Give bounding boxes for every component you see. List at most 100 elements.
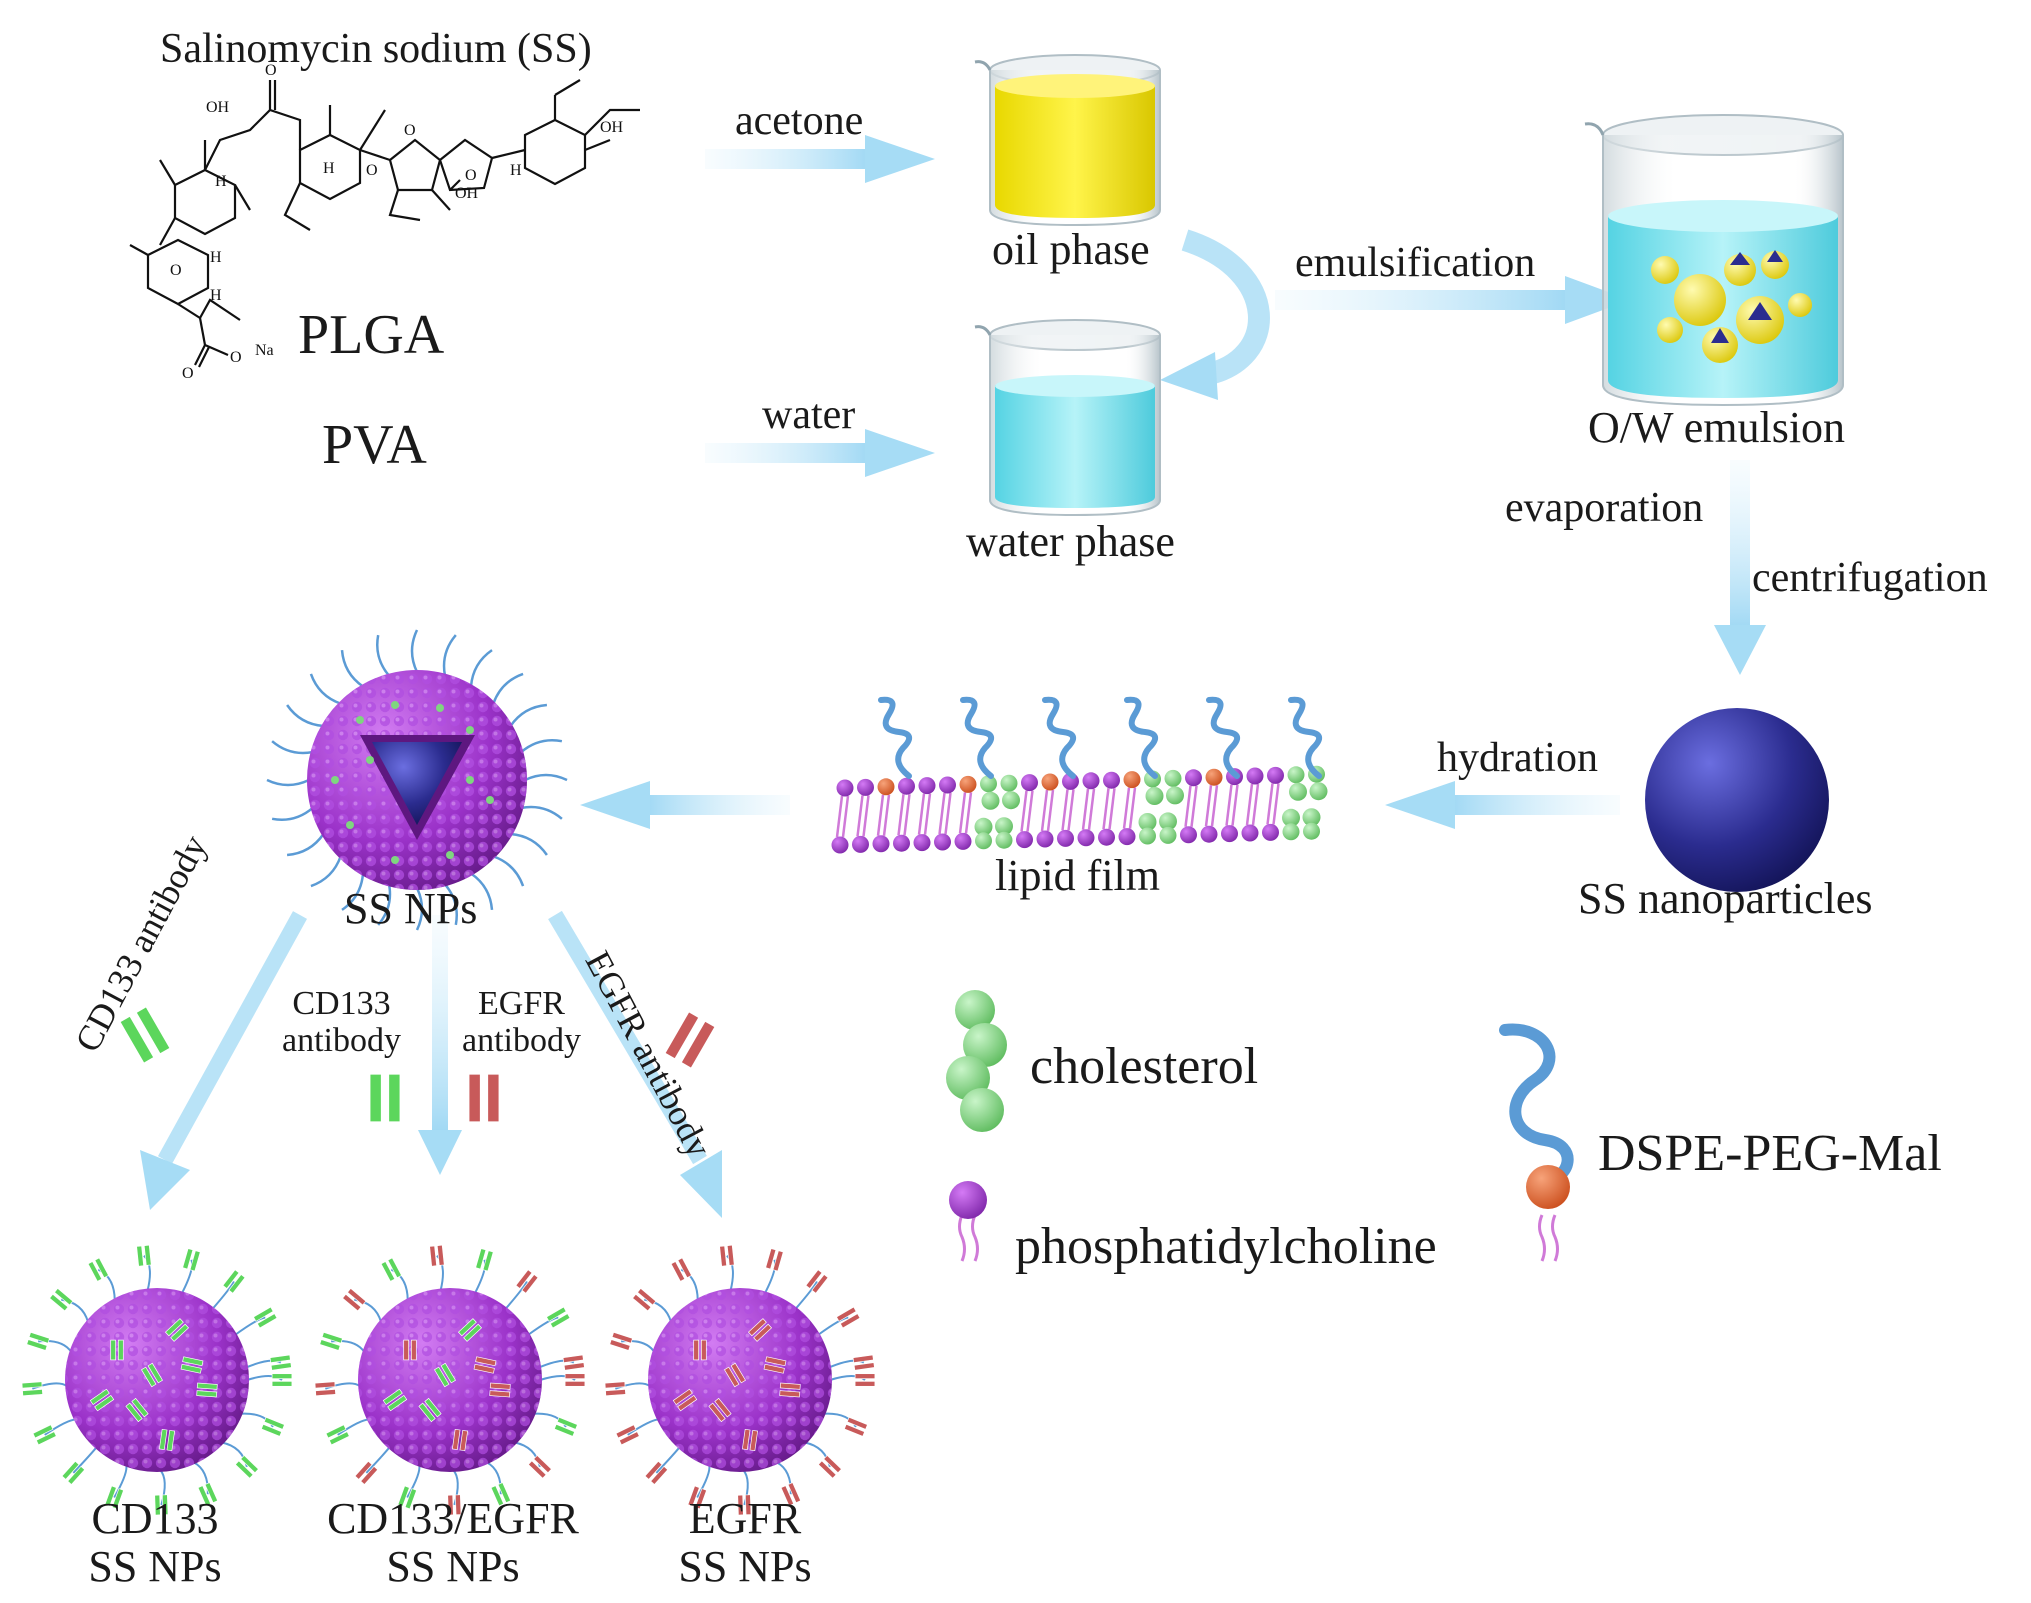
product-peg-strand <box>61 1298 90 1323</box>
ss-nps-peg-strand <box>524 773 568 782</box>
product-surface-antibody-arm <box>742 1428 751 1450</box>
film-head-bottom <box>1118 828 1136 846</box>
product-surface-antibody <box>779 1382 801 1398</box>
ss-nps-peg-strand <box>492 672 524 705</box>
product-peg-strand <box>644 1298 673 1323</box>
product-surface-antibody-arm <box>154 1494 161 1516</box>
product-surface-antibody-arm <box>35 1431 57 1446</box>
product-surface-antibody <box>182 1248 201 1272</box>
product-surface-antibody <box>564 1373 586 1387</box>
product-surface-antibody <box>197 1482 219 1507</box>
product-surface-antibody-arm <box>745 1494 752 1516</box>
product-surface-antibody-arm <box>260 1423 283 1437</box>
product-surface-antibody-arm <box>319 1339 341 1351</box>
product-surface-antibody-arm <box>314 1381 336 1389</box>
product-surface-antibody-arm <box>817 1460 837 1479</box>
ss-nps-cholesterol-dot <box>331 776 339 784</box>
product-surface-antibody <box>719 1244 735 1267</box>
cd133-antibody-icon-arm <box>134 1005 172 1056</box>
film-head-bottom <box>934 833 951 851</box>
film-tail <box>862 795 870 837</box>
antibody-icons <box>118 1005 717 1124</box>
product-peg-strand <box>72 1446 98 1474</box>
product-surface-antibody-arm <box>447 1494 454 1516</box>
product-surface-antibody-arm <box>823 1454 842 1474</box>
film-cholesterol <box>1303 822 1320 840</box>
product-surface-antibody-arm <box>170 1323 190 1342</box>
film-head-top <box>1185 769 1202 787</box>
product-surface-antibody-arm <box>21 1381 43 1389</box>
ss-nps-cholesterol-dot <box>486 796 494 804</box>
arrow-evaporation-centrifugation <box>1714 460 1766 675</box>
product-surface-antibody-arm <box>615 1424 637 1439</box>
product-surface-antibody <box>644 1460 669 1485</box>
ss-nps-peg-strand <box>415 887 424 931</box>
product-surface-antibody-arm <box>67 1465 86 1485</box>
product-2-label: CD133/EGFR SS NPs <box>318 1494 588 1592</box>
product-surface-antibody-arm <box>166 1430 175 1452</box>
product-surface-antibody-arm <box>118 1339 124 1361</box>
product-surface-antibody-arm <box>387 1257 402 1279</box>
product-surface-antibody-arm <box>159 1428 168 1450</box>
branch-mid-egfr-line2: antibody <box>462 1022 581 1060</box>
pva-label: PVA <box>322 414 427 476</box>
product-surface-antibody-arm <box>749 1430 758 1452</box>
product-cd133-egfr-ss-nps <box>314 1244 586 1516</box>
product-surface-antibody-arm <box>533 1454 552 1474</box>
product-surface-antibody-arm <box>490 1485 505 1507</box>
product-surface-antibody-arm <box>270 1362 292 1371</box>
product-surface-antibody-arm <box>553 1423 576 1437</box>
product-2-line1: CD133/EGFR <box>327 1494 579 1543</box>
product-1-label: CD133 SS NPs <box>80 1494 230 1592</box>
product-surface-antibody <box>125 1397 149 1423</box>
product-surface-antibody-arm <box>196 1390 218 1398</box>
product-surface-antibody-arm <box>271 1373 293 1379</box>
product-surface-antibody-arm <box>143 1244 152 1266</box>
product-surface-antibody <box>687 1485 707 1510</box>
product-surface-antibody-arm <box>787 1482 802 1504</box>
film-head-top <box>836 779 854 797</box>
film-head-top <box>939 776 956 794</box>
product-1-line2: SS NPs <box>88 1542 222 1592</box>
product-surface-antibody-arm <box>515 1269 533 1289</box>
product-surface-antibody-arm <box>463 1323 483 1342</box>
film-head-bottom <box>872 835 890 853</box>
lipid-film <box>831 696 1328 854</box>
product-surface-antibody <box>397 1485 417 1510</box>
beaker-water-phase <box>974 319 1161 517</box>
product-surface-antibody <box>604 1381 626 1397</box>
film-cholesterol <box>1139 827 1156 845</box>
product-egfr-ss-nps <box>604 1244 876 1516</box>
product-surface-antibody <box>110 1339 124 1361</box>
ss-nps-label: SS NPs <box>344 884 478 933</box>
product-surface-antibody <box>553 1416 578 1437</box>
film-tail <box>1020 790 1028 832</box>
product-surface-antibody-arm <box>94 1257 109 1279</box>
product-surface-antibody-arm <box>521 1274 539 1294</box>
product-surface-antibody-arm <box>854 1381 876 1387</box>
film-cholesterol <box>1159 812 1177 831</box>
product-2-line2: SS NPs <box>386 1542 520 1592</box>
product-surface-antibody-arm <box>196 1382 218 1390</box>
product-surface-antibody-arm <box>527 1460 547 1479</box>
film-head-bottom <box>1262 823 1279 841</box>
cd133-antibody-icon <box>368 1072 402 1124</box>
struct-o3: O <box>404 122 416 139</box>
film-tail <box>897 794 905 836</box>
film-cholesterol <box>981 791 1000 810</box>
product-surface-antibody <box>159 1428 175 1452</box>
branch-mid-cd133-line1: CD133 <box>292 985 391 1022</box>
film-cholesterol <box>1282 808 1300 827</box>
ss-nps-cholesterol-dot <box>466 776 474 784</box>
product-surface-antibody-arm <box>162 1494 169 1516</box>
product-surface-antibody <box>780 1482 802 1507</box>
product-surface-antibody <box>87 1257 109 1282</box>
legend-cholesterol-icon <box>946 990 1007 1132</box>
product-peg-strand <box>538 1359 575 1369</box>
struct-h5: H <box>210 287 222 304</box>
legend-dspe-peg-mal-icon <box>1499 1023 1574 1262</box>
product-surface-antibody-arm <box>228 1274 246 1294</box>
film-tail <box>856 795 864 837</box>
product-surface-antibody-arm <box>677 1394 698 1412</box>
product-surface-antibody-arm <box>687 1485 700 1507</box>
